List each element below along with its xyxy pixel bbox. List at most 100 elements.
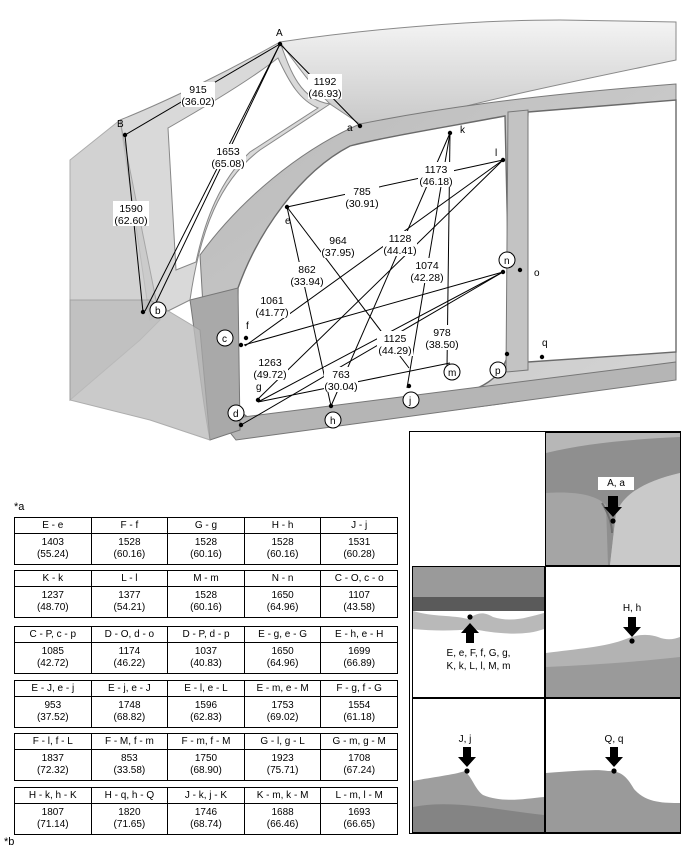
table-header: G - g [167,517,245,534]
dim-inch: (46.93) [308,88,341,100]
dim-value: 763 [332,369,350,381]
dim-value: 1263 [258,357,282,369]
table-header: E - j, e - J [90,680,169,697]
table-header: E - m, e - M [243,680,322,697]
table-header: C - O, c - o [320,570,398,587]
table-cell: 1750(68.90) [167,749,245,781]
table-cell: 1650(64.96) [243,586,322,618]
figure-note-b: *b [4,836,15,848]
table-cell: 1650(64.96) [243,642,322,674]
point-label-g: g [256,382,262,393]
point-label-m: m [448,368,456,379]
table-header: H - k, h - K [14,787,92,804]
dimension-table-2: K - k L - l M - m N - n C - O, c - o 123… [14,570,398,618]
table-header: L - l [90,570,169,587]
table-cell: 1531(60.28) [320,533,398,565]
point-label-q: q [542,338,548,349]
table-header: F - M, f - m [90,733,169,750]
table-cell: 1528(60.16) [167,586,245,618]
dim-value: 1173 [425,164,448,176]
table-cell: 1403(55.24) [14,533,92,565]
dim-inch: (44.41) [383,245,416,257]
table-cell: 1528(60.16) [243,533,322,565]
table-header: D - O, d - o [90,626,169,643]
table-header: H - q, h - Q [90,787,169,804]
table-cell: 1596(62.83) [167,696,245,728]
lower-structure [69,299,211,441]
dim-value: 785 [353,186,371,198]
body-side-illustration: 915 (36.02) 1192 (46.93) 1653 (65.08) 15… [69,19,677,441]
dim-value: 1653 [216,146,240,158]
table-header: E - e [14,517,92,534]
table-cell: 1174(46.22) [90,642,169,674]
table-header: E - g, e - G [243,626,322,643]
dim-value: 1061 [260,295,284,307]
point-label-n: n [504,256,510,267]
point-label-f: f [246,321,249,332]
dim-value: 1074 [415,260,439,272]
dim-inch: (44.29) [378,345,411,357]
dim-inch: (30.04) [324,381,357,393]
detail-label-q: Q, q [604,734,624,745]
table-header: D - P, d - p [167,626,245,643]
table-cell: 1688(66.46) [243,803,322,835]
detail-panel-h: H, h [545,566,681,698]
detail-label-a: A, a [598,477,634,490]
dim-inch: (62.60) [114,215,147,227]
table-header: F - g, f - G [320,680,398,697]
rear-door-opening [522,99,677,363]
table-cell: 1554(61.18) [320,696,398,728]
dim-inch: (42.28) [410,272,443,284]
point-label-b: b [155,306,161,317]
table-cell: 1085(42.72) [14,642,92,674]
table-header: J - j [320,517,398,534]
table-cell: 1377(54.21) [90,586,169,618]
dim-value: 1125 [384,333,407,345]
detail-label-h: H, h [622,603,642,614]
table-cell: 1753(69.02) [243,696,322,728]
table-header: M - m [167,570,245,587]
detail-panel-a: A, a [545,432,681,566]
point-label-a: a [347,123,353,134]
table-header: E - l, e - L [167,680,245,697]
dim-value: 915 [189,84,207,96]
detail-views-frame: A, a E, e, F, f, G, g, K, k, L, l, M, m … [409,431,681,834]
detail-panel-j: J, j [412,698,545,833]
table-header: K - k [14,570,92,587]
dim-inch: (46.18) [419,176,452,188]
table-cell: 1807(71.14) [14,803,92,835]
point-label-h: h [330,416,336,427]
point-label-B: B [117,119,124,130]
dim-inch: (33.94) [290,276,323,288]
table-cell: 953(37.52) [14,696,92,728]
table-header: E - h, e - H [320,626,398,643]
table-header: G - l, g - L [243,733,322,750]
point-label-e: e [285,216,291,227]
table-cell: 1237(48.70) [14,586,92,618]
detail-panel-generic: E, e, F, f, G, g, K, k, L, l, M, m [412,566,545,698]
table-header: F - l, f - L [14,733,92,750]
table-header: J - k, j - K [167,787,245,804]
point-label-o: o [534,268,540,279]
table-cell: 1748(68.82) [90,696,169,728]
point-label-A: A [276,28,283,39]
dim-inch: (30.91) [345,198,378,210]
table-header: K - m, k - M [243,787,322,804]
detail-panel-q: Q, q [545,698,681,833]
figure-note-a: *a [14,501,25,513]
windshield-opening [167,57,320,271]
table-cell: 1837(72.32) [14,749,92,781]
table-header: G - m, g - M [320,733,398,750]
dim-value: 1590 [119,203,143,215]
table-cell: 1820(71.65) [90,803,169,835]
dim-inch: (36.02) [181,96,214,108]
table-header: C - P, c - p [14,626,92,643]
table-cell: 853(33.58) [90,749,169,781]
dim-value: 964 [329,235,347,247]
dim-inch: (38.50) [425,339,458,351]
center-pillar [505,109,529,373]
table-header: E - J, e - j [14,680,92,697]
dimension-table-6: H - k, h - K H - q, h - Q J - k, j - K K… [14,787,398,835]
table-cell: 1037(40.83) [167,642,245,674]
dim-inch: (49.72) [253,369,286,381]
